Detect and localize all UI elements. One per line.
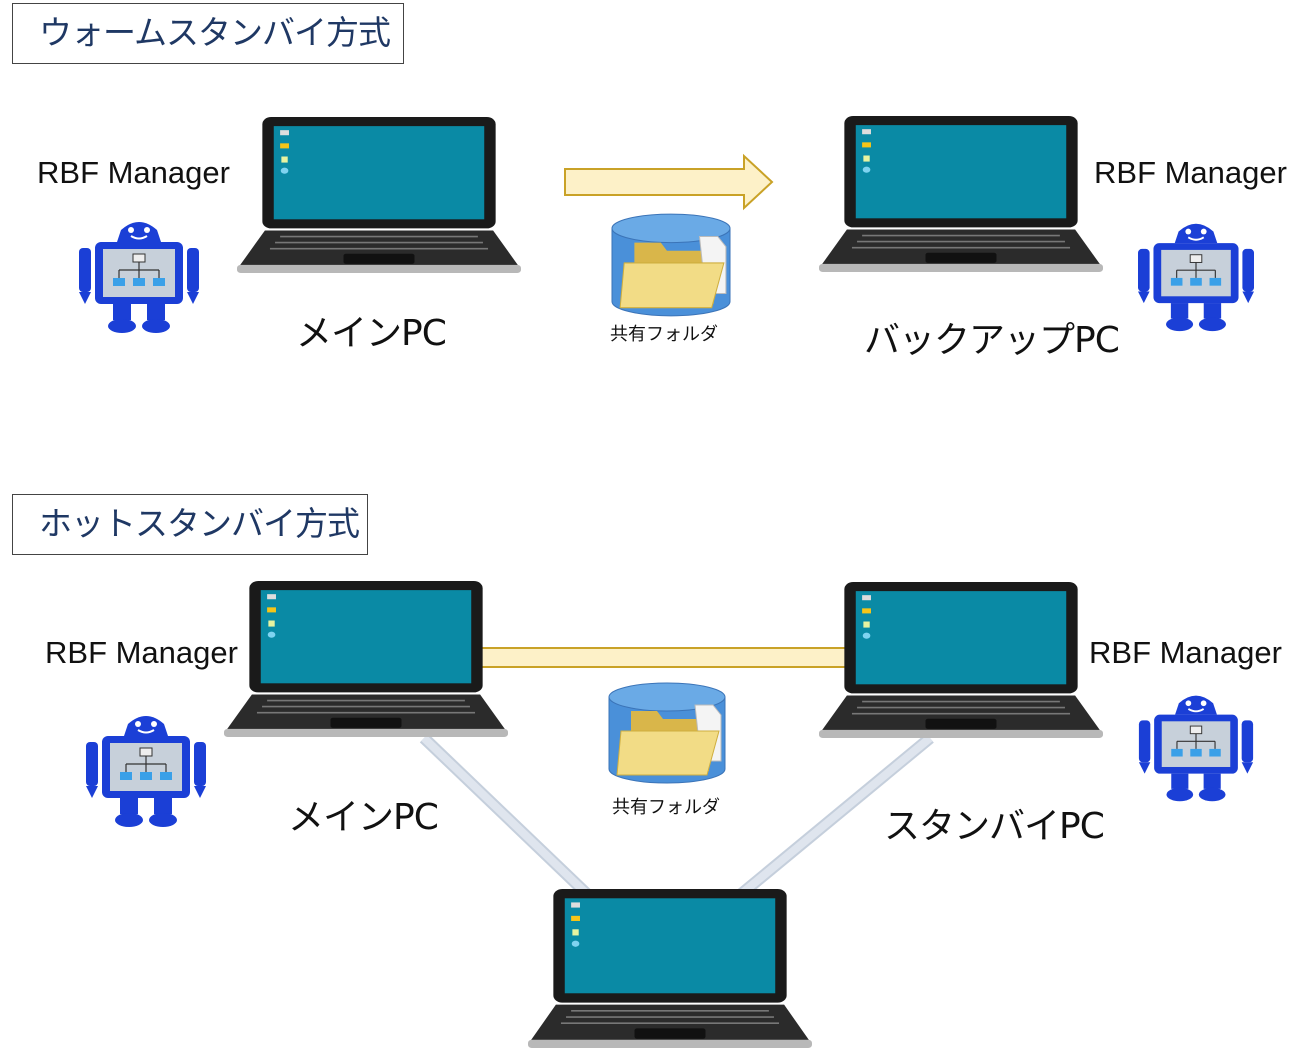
backup-pc-label: バックアップPC xyxy=(864,320,1120,361)
rbf-manager-label-right: RBF Manager xyxy=(1094,155,1287,190)
main-pc-laptop-icon-hot xyxy=(222,579,510,739)
sync-bar xyxy=(457,647,869,668)
main-pc-label-hot: メインPC xyxy=(288,797,439,838)
arrow-right-icon xyxy=(564,153,774,211)
robot-icon xyxy=(85,707,207,833)
standby-pc-laptop-icon xyxy=(817,580,1105,740)
shared-folder-label: 共有フォルダ xyxy=(610,324,718,345)
rbf-manager-label-left: RBF Manager xyxy=(37,155,230,190)
shared-folder-label-hot: 共有フォルダ xyxy=(612,797,720,818)
warm-standby-title: ウォームスタンバイ方式 xyxy=(12,3,404,64)
standby-pc-label: スタンバイPC xyxy=(884,806,1105,847)
robot-icon xyxy=(1137,687,1255,807)
rbf-manager-label-right-hot: RBF Manager xyxy=(1089,635,1282,670)
rbf-manager-label-left-hot: RBF Manager xyxy=(45,635,238,670)
hot-standby-title: ホットスタンバイ方式 xyxy=(12,494,368,555)
database-folder-icon-hot xyxy=(608,682,726,784)
main-pc-label: メインPC xyxy=(296,313,447,354)
third-pc-laptop-icon xyxy=(526,887,814,1048)
